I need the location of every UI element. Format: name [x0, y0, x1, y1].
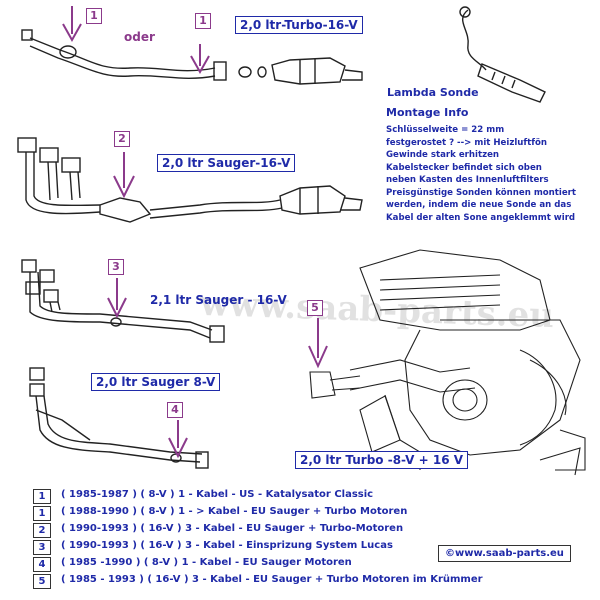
info-line: Preisgünstige Sonden können montiert wer…	[386, 187, 577, 223]
pipe-sauger16	[17, 137, 363, 223]
info-line: festgerostet ? --> mit Heizluftfön	[386, 137, 548, 148]
legend-text: ( 1990-1993 ) ( 16-V ) 3 - Kabel - EU Sa…	[61, 523, 404, 534]
legend-row: 4 ( 1985 -1990 ) ( 8-V ) 1 - Kabel - EU S…	[33, 557, 503, 572]
montage-title: Montage Info	[386, 106, 469, 119]
pipe-sauger21	[21, 259, 225, 343]
arrow-3	[107, 278, 127, 319]
legend-row: 2 ( 1990-1993 ) ( 16-V ) 3 - Kabel - EU S…	[33, 523, 503, 538]
legend-row: 1 ( 1988-1990 ) ( 8-V ) 1 - > Kabel - EU …	[33, 506, 503, 521]
legend-num: 2	[33, 523, 51, 538]
marker-5: 5	[307, 300, 323, 316]
label-sauger8: 2,0 ltr Sauger 8-V	[91, 373, 221, 391]
lambda-title: Lambda Sonde	[387, 86, 479, 99]
legend-row: 1 ( 1985-1987 ) ( 8-V ) 1 - Kabel - US - …	[33, 489, 503, 504]
info-line: neben Kasten des Innenluftfilters	[386, 175, 549, 185]
legend-row: 5 ( 1985 - 1993 ) ( 16-V ) 3 - Kabel - EU…	[33, 574, 503, 589]
legend-num: 1	[33, 506, 51, 521]
label-turbo16: 2,0 ltr-Turbo-16-V	[235, 16, 363, 34]
marker-2: 2	[114, 131, 130, 147]
arrow-5	[308, 318, 328, 369]
pipe-sauger8	[29, 367, 209, 469]
info-line: Schlüsselweite = 22 mm	[386, 125, 505, 135]
marker-3: 3	[108, 259, 124, 275]
lambda-sensor	[459, 6, 546, 103]
label-sauger16: 2,0 ltr Sauger-16-V	[157, 154, 296, 172]
arrow-1a	[62, 6, 82, 43]
legend-num: 5	[33, 574, 51, 589]
oder-label: oder	[124, 30, 155, 44]
label-sauger21: 2,1 ltr Sauger - 16-V	[150, 293, 287, 307]
legend-num: 3	[33, 540, 51, 555]
arrow-4	[168, 420, 188, 459]
copyright-link[interactable]: ©www.saab-parts.eu	[438, 545, 571, 562]
info-line: Kabelstecker befindet sich oben	[386, 162, 542, 173]
pipe-turbo16	[21, 29, 363, 85]
arrow-2	[113, 152, 135, 199]
marker-1b: 1	[195, 13, 211, 29]
legend-text: ( 1985 - 1993 ) ( 16-V ) 3 - Kabel - EU …	[61, 574, 483, 585]
legend-row: 3 ( 1990-1993 ) ( 16-V ) 3 - Kabel - Eins…	[33, 540, 503, 555]
marker-1a: 1	[86, 8, 102, 24]
engine-drawing	[309, 249, 586, 476]
legend-text: ( 1990-1993 ) ( 16-V ) 3 - Kabel - Einsp…	[61, 540, 393, 551]
legend-text: ( 1985-1987 ) ( 8-V ) 1 - Kabel - US - K…	[61, 489, 374, 500]
marker-4: 4	[167, 402, 183, 418]
montage-info-text: Schlüsselweite = 22 mm festgerostet ? --…	[386, 124, 596, 224]
legend-text: ( 1985 -1990 ) ( 8-V ) 1 - Kabel - EU Sa…	[61, 557, 352, 568]
arrow-1b	[190, 44, 210, 75]
legend-num: 4	[33, 557, 51, 572]
info-line: Gewinde stark erhitzen	[386, 150, 500, 160]
legend-text: ( 1988-1990 ) ( 8-V ) 1 - > Kabel - EU S…	[61, 506, 408, 517]
legend-num: 1	[33, 489, 51, 504]
label-turbo8: 2,0 ltr Turbo -8-V + 16 V	[295, 451, 469, 469]
